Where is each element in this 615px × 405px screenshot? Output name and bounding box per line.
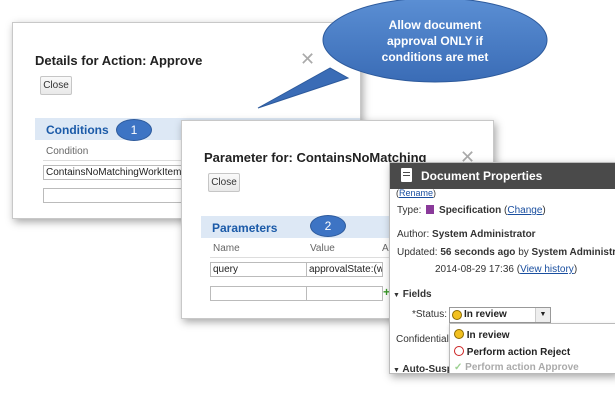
updated-label: Updated: [397, 247, 438, 258]
section-title: Parameters [212, 221, 278, 235]
spec-icon [426, 205, 435, 214]
panel-header: Document Properties [390, 163, 615, 189]
panel-title: Document Properties [421, 169, 543, 183]
updated-user: System Administrator [531, 247, 615, 258]
step-badge-1: 1 [116, 119, 152, 141]
column-header-name: Name [213, 243, 240, 254]
dialog-title: Details for Action: Approve [35, 53, 203, 68]
callout-bubble [257, 0, 548, 109]
check-icon: ✓ [454, 362, 463, 373]
updated-row: Updated: 56 seconds ago by System Admini… [397, 247, 615, 258]
type-row: Type: Specification (Change) [397, 205, 546, 216]
document-properties-panel: Document Properties (Rename) Type: Speci… [389, 162, 615, 374]
dropdown-item-label: Perform action Approve [465, 362, 579, 373]
add-icon[interactable]: + [383, 285, 391, 299]
section-title: Conditions [46, 123, 109, 137]
confidential-label: Confidential: [396, 334, 452, 345]
change-link[interactable]: Change [507, 205, 543, 216]
callout-text: Allow document approval ONLY if conditio… [381, 18, 489, 64]
status-select[interactable]: In review ▼ [449, 307, 551, 323]
view-history-link[interactable]: View history [520, 264, 574, 275]
author-label: Author: [397, 229, 430, 240]
auto-suspend-text: Auto-Suspe [402, 364, 459, 374]
dialog-title: Parameter for: ContainsNoMatchingW [204, 150, 426, 165]
column-header-extra: A [382, 243, 389, 254]
type-label: Type: [397, 205, 422, 216]
condition-empty-row[interactable] [43, 188, 187, 203]
param-value-field[interactable]: approvalState:(wai [306, 262, 383, 277]
rename-link[interactable]: (Rename) [396, 188, 437, 198]
updated-by: by [518, 247, 529, 258]
status-label: *Status: [412, 309, 448, 320]
param-name-field[interactable]: query [210, 262, 307, 277]
author-row: Author: System Administrator [397, 229, 536, 240]
status-value: In review [464, 309, 507, 320]
dropdown-item-approve[interactable]: ✓ Perform action Approve [454, 362, 579, 373]
close-button[interactable]: Close [208, 173, 240, 192]
clock-icon [452, 310, 462, 320]
document-icon [401, 168, 412, 182]
close-icon[interactable]: ✕ [300, 49, 316, 69]
updated-value: 56 seconds ago [440, 247, 516, 258]
close-button[interactable]: Close [40, 76, 72, 95]
auto-suspend-header[interactable]: ▼ Auto-Suspe [393, 364, 459, 374]
chevron-down-icon[interactable]: ▼ [535, 308, 550, 322]
step-badge-2: 2 [310, 215, 346, 237]
dropdown-item-label: In review [466, 330, 510, 341]
column-header-value: Value [310, 243, 335, 254]
divider [210, 257, 493, 258]
type-value: Specification [439, 205, 502, 216]
dropdown-item-label: Perform action Reject [466, 347, 571, 358]
fields-header[interactable]: ▼ Fields [393, 289, 432, 300]
timestamp-row: 2014-08-29 17:36 (View history) [435, 264, 578, 275]
close-icon[interactable]: ✕ [460, 147, 476, 167]
rename-link-text[interactable]: Rename [399, 188, 434, 198]
column-header-condition: Condition [46, 146, 89, 157]
triangle-down-icon: ▼ [393, 292, 400, 299]
dropdown-item-reject[interactable]: Perform action Reject [454, 346, 570, 358]
fields-header-text: Fields [402, 289, 432, 300]
param-value-empty[interactable] [306, 286, 383, 301]
clock-icon [454, 329, 464, 339]
param-name-empty[interactable] [210, 286, 307, 301]
author-value: System Administrator [432, 229, 536, 240]
timestamp: 2014-08-29 17:36 [435, 264, 514, 275]
triangle-down-icon: ▼ [393, 367, 400, 374]
condition-row[interactable]: ContainsNoMatchingWorkItems [43, 165, 187, 180]
status-dropdown-menu: In review Perform action Reject ✓ Perfor… [449, 323, 615, 373]
no-entry-icon [454, 346, 464, 356]
dropdown-item-in-review[interactable]: In review [454, 329, 510, 341]
